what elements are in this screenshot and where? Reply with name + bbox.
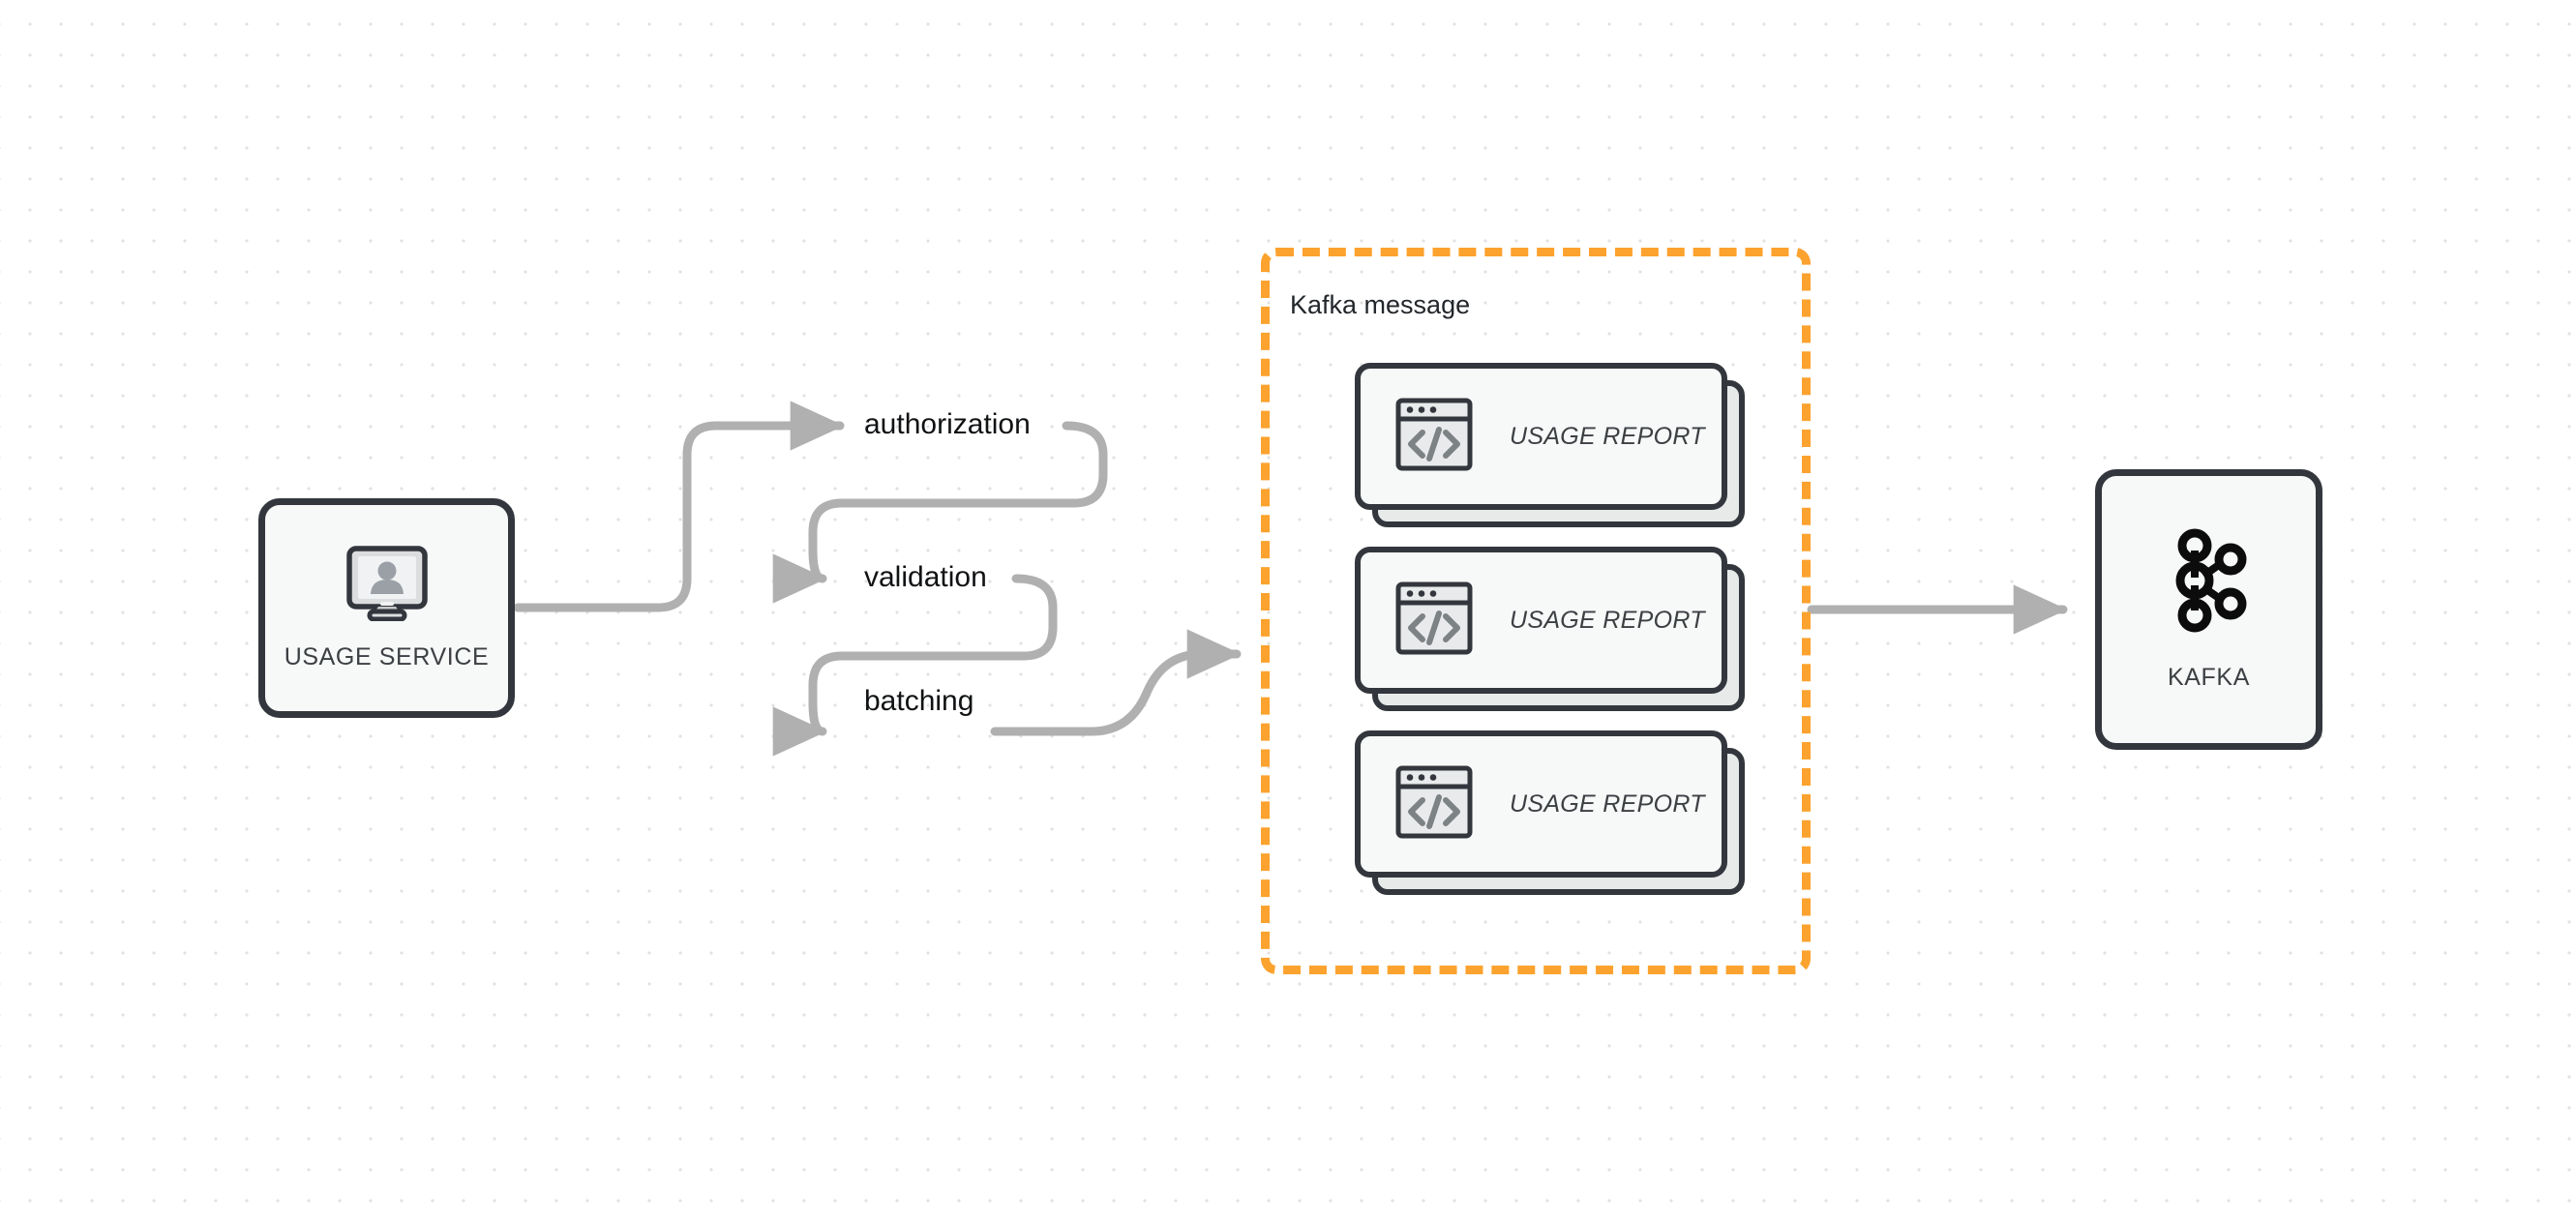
card-usage-report[interactable]: USAGE REPORT [1355,547,1745,711]
monitor-user-icon [345,545,429,626]
pipeline-step-validation[interactable]: validation [864,561,987,593]
code-window-icon [1395,581,1473,660]
pipeline-step-batching[interactable]: batching [864,685,974,717]
kafka-logo-icon [2165,527,2254,639]
card-face[interactable]: USAGE REPORT [1355,547,1727,694]
edge-service-to-authorization [513,401,845,612]
node-usage-service[interactable]: USAGE SERVICE [258,498,515,718]
card-usage-report-label: USAGE REPORT [1510,422,1705,450]
node-usage-service-label: USAGE SERVICE [284,642,490,670]
card-usage-report[interactable]: USAGE REPORT [1355,730,1745,895]
card-usage-report-label: USAGE REPORT [1510,789,1705,818]
group-kafka-message[interactable] [1261,248,1811,974]
code-window-icon [1395,398,1473,476]
pipeline-step-authorization[interactable]: authorization [864,408,1031,440]
node-kafka[interactable]: KAFKA [2095,469,2322,750]
edge-batching-to-kafka-message [990,629,1242,736]
card-usage-report[interactable]: USAGE REPORT [1355,363,1745,527]
edge-authorization-to-validation [772,421,1108,604]
node-kafka-label: KAFKA [2168,664,2250,691]
card-face[interactable]: USAGE REPORT [1355,730,1727,878]
group-kafka-message-title: Kafka message [1290,290,1471,319]
code-window-icon [1395,765,1473,844]
card-face[interactable]: USAGE REPORT [1355,363,1727,510]
edge-validation-to-batching [772,574,1058,757]
card-usage-report-label: USAGE REPORT [1510,606,1705,634]
